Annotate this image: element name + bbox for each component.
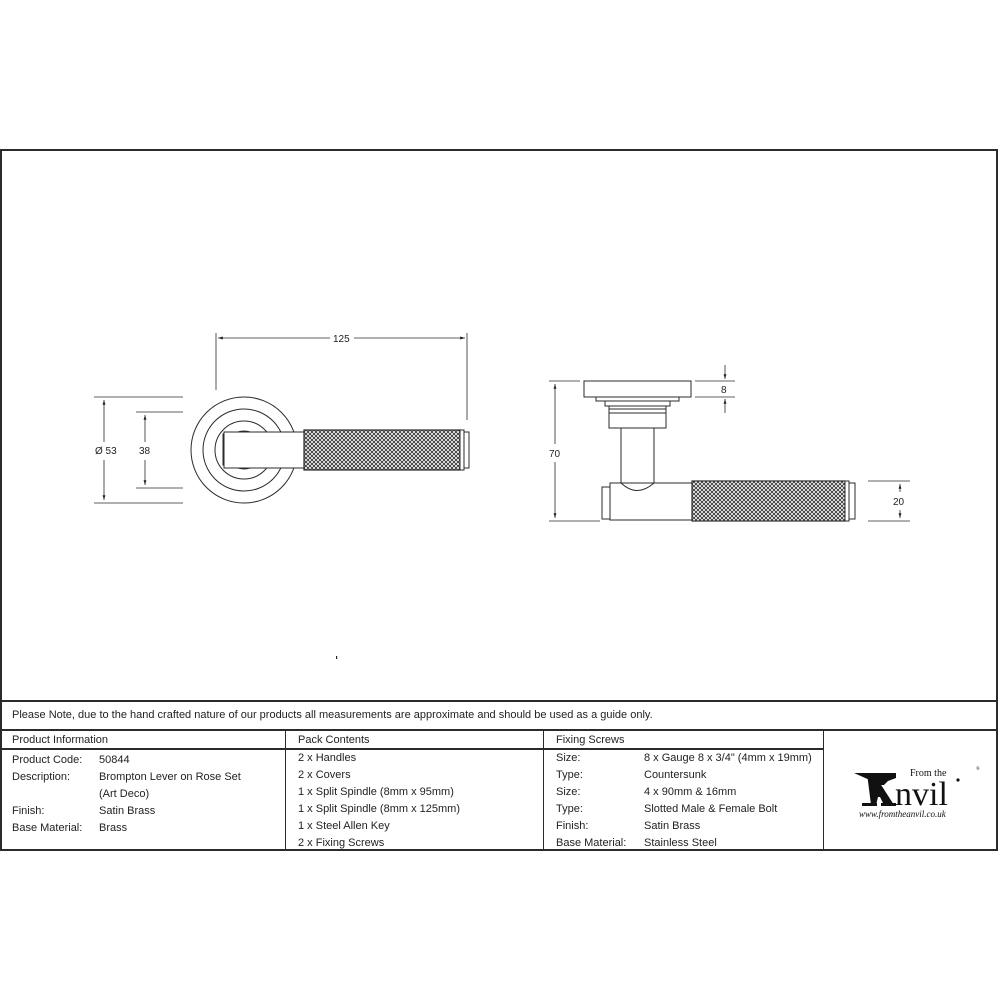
pack-contents-panel: Pack Contents 2 x Handles 2 x Covers 1 x… [286, 731, 544, 851]
row-value: Brompton Lever on Rose Set [99, 771, 241, 783]
logo-registered: ® [976, 766, 980, 772]
product-info-row: Description: Brompton Lever on Rose Set [0, 769, 285, 786]
logo-from-the: From the [910, 768, 947, 779]
product-info-row: Finish: Satin Brass [0, 803, 285, 820]
pack-item: 2 x Fixing Screws [298, 837, 385, 849]
drawing-sheet-border [0, 149, 998, 851]
product-info-row: Base Material: Brass [0, 820, 285, 837]
product-info-row: Product Code: 50844 [0, 752, 285, 769]
logo-brand-name: nvil [895, 776, 948, 813]
spec-table: Product Information Product Code: 50844 D… [0, 731, 998, 851]
row-label: Base Material: [556, 837, 627, 849]
row-value: 8 x Gauge 8 x 3/4" (4mm x 19mm) [644, 752, 812, 764]
measurement-disclaimer: Please Note, due to the hand crafted nat… [0, 700, 998, 731]
row-label: Finish: [556, 820, 589, 832]
row-value: Satin Brass [99, 805, 156, 817]
product-info-row: (Art Deco) [0, 786, 285, 803]
brand-logo-panel: From the nvil ® www.fromtheanvil.co.uk [824, 731, 998, 851]
row-value: 4 x 90mm & 16mm [644, 786, 737, 798]
row-value: Slotted Male & Female Bolt [644, 803, 778, 815]
fixing-screw-row: Type: Slotted Male & Female Bolt [544, 801, 823, 818]
pack-item: 2 x Covers [298, 769, 351, 781]
fixing-screw-row: Base Material: Stainless Steel [544, 835, 823, 852]
row-label: Description: [12, 771, 71, 783]
fixing-screw-row: Size: 4 x 90mm & 16mm [544, 784, 823, 801]
row-value: 50844 [99, 754, 130, 766]
row-label: Type: [556, 803, 583, 815]
row-label: Base Material: [12, 822, 83, 834]
row-label: Finish: [12, 805, 45, 817]
product-information-panel: Product Information Product Code: 50844 D… [0, 731, 286, 851]
fixing-screw-row: Type: Countersunk [544, 767, 823, 784]
pack-item: 1 x Split Spindle (8mm x 95mm) [298, 786, 454, 798]
row-label: Type: [556, 769, 583, 781]
pack-item: 1 x Steel Allen Key [298, 820, 390, 832]
pack-contents-header: Pack Contents [286, 731, 543, 750]
fixing-screw-row: Size: 8 x Gauge 8 x 3/4" (4mm x 19mm) [544, 750, 823, 767]
row-value: Countersunk [644, 769, 707, 781]
row-label [12, 786, 99, 803]
row-value: Stainless Steel [644, 837, 717, 849]
logo-website: www.fromtheanvil.co.uk [859, 809, 947, 819]
pack-item: 2 x Handles [298, 752, 357, 764]
row-value: Brass [99, 822, 128, 834]
pack-item: 1 x Split Spindle (8mm x 125mm) [298, 803, 460, 815]
anvil-icon [854, 773, 896, 806]
row-value: Satin Brass [644, 820, 701, 832]
row-value: (Art Deco) [99, 788, 150, 800]
row-label: Size: [556, 786, 581, 798]
row-label: Product Code: [12, 754, 83, 766]
fixing-screw-row: Finish: Satin Brass [544, 818, 823, 835]
row-label: Size: [556, 752, 581, 764]
product-information-header: Product Information [0, 731, 285, 750]
fixing-screws-header: Fixing Screws [544, 731, 823, 750]
fixing-screws-panel: Fixing Screws Size: 8 x Gauge 8 x 3/4" (4… [544, 731, 824, 851]
from-the-anvil-logo: From the nvil ® www.fromtheanvil.co.uk [854, 766, 980, 819]
